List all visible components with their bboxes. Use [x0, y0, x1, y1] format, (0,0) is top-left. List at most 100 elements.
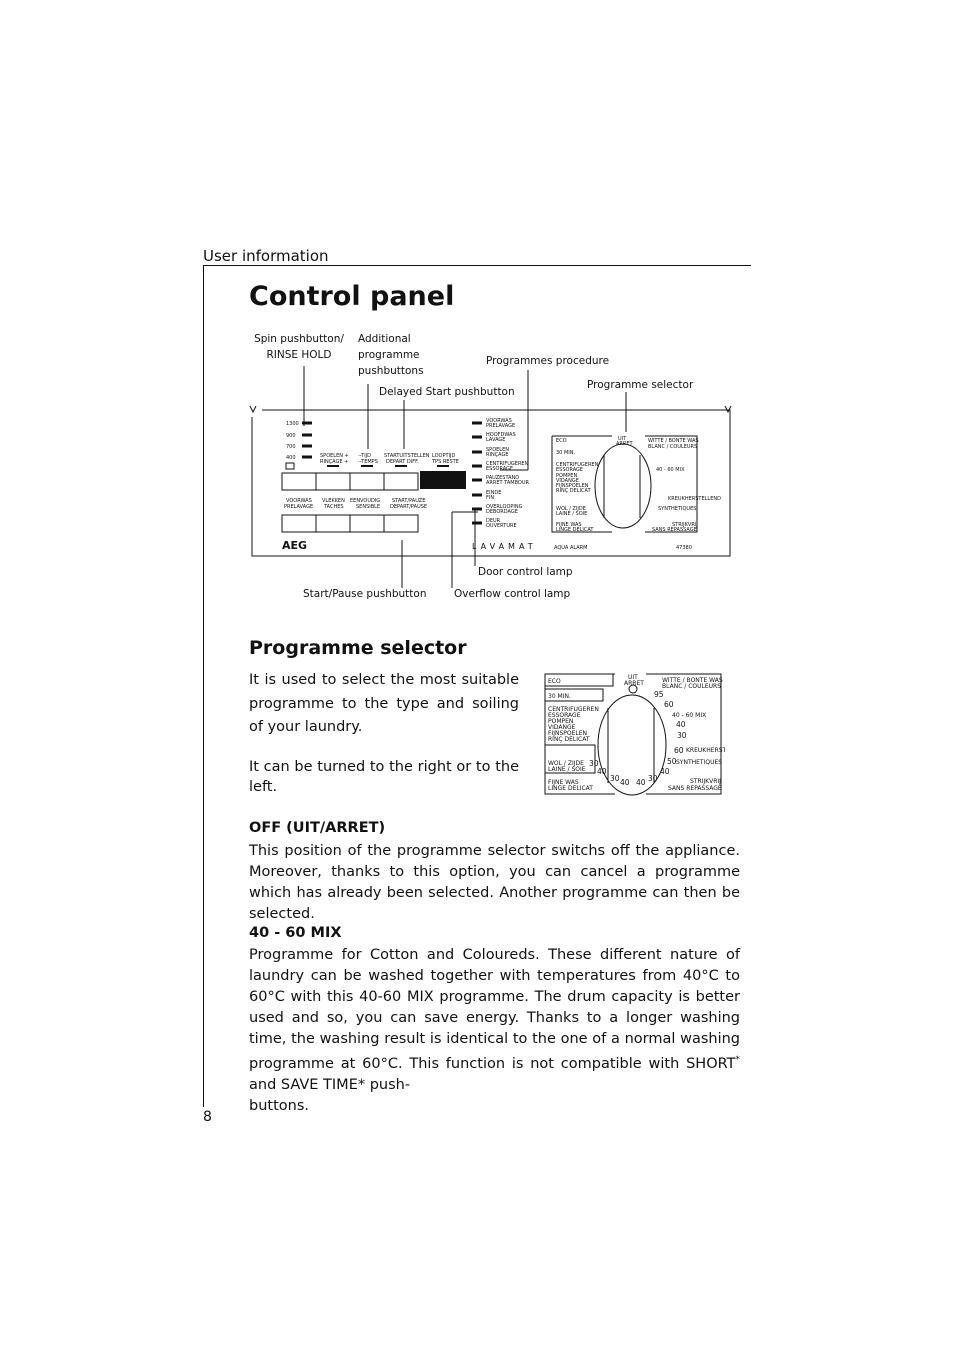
- svg-text:40: 40: [620, 778, 630, 787]
- svg-text:RINÇ DELICAT: RINÇ DELICAT: [556, 488, 592, 494]
- svg-text:CENTRIFUGEREN: CENTRIFUGEREN: [556, 462, 599, 468]
- svg-text:47380: 47380: [676, 545, 692, 551]
- svg-text:VIDANGE: VIDANGE: [556, 478, 579, 484]
- svg-text:1300: 1300: [286, 421, 299, 427]
- svg-text:DEUR: DEUR: [486, 518, 501, 524]
- svg-text:LAINE / SOIE: LAINE / SOIE: [556, 511, 587, 517]
- svg-text:LAVAGE: LAVAGE: [486, 437, 505, 443]
- svg-text:RINÇAGE +: RINÇAGE +: [320, 459, 348, 465]
- svg-text:POMPEN: POMPEN: [556, 473, 577, 479]
- svg-text:ECO: ECO: [556, 438, 567, 444]
- svg-text:STARTUITSTELLEN: STARTUITSTELLEN: [384, 453, 430, 459]
- svg-text:FIJNE WAS: FIJNE WAS: [548, 779, 579, 786]
- mix-text: Programme for Cotton and Coloureds. Thes…: [249, 947, 740, 1114]
- brand-logo: AEG: [282, 539, 307, 552]
- svg-text:WITTE / BONTE WAS: WITTE / BONTE WAS: [648, 438, 699, 444]
- svg-text:LINGE DELICAT: LINGE DELICAT: [556, 527, 594, 533]
- svg-text:FIN: FIN: [486, 495, 494, 501]
- mix-heading: 40 - 60 MIX: [249, 925, 342, 941]
- svg-text:HOOFDWAS: HOOFDWAS: [486, 432, 516, 438]
- svg-text:CENTRIFUGEREN: CENTRIFUGEREN: [548, 706, 599, 713]
- callout-door: Door control lamp: [478, 566, 573, 578]
- svg-text:PAUZESTAND: PAUZESTAND: [486, 475, 519, 481]
- svg-text:ARRET: ARRET: [624, 680, 644, 687]
- svg-text:SPOELEN +: SPOELEN +: [320, 453, 349, 459]
- svg-text:--TEMPS: --TEMPS: [358, 459, 378, 465]
- svg-text:900: 900: [286, 433, 296, 439]
- svg-text:40 - 60 MIX: 40 - 60 MIX: [672, 712, 706, 719]
- svg-text:RINÇAGE: RINÇAGE: [486, 452, 509, 458]
- svg-text:LAINE / SOIE: LAINE / SOIE: [548, 766, 586, 773]
- svg-text:POMPEN: POMPEN: [548, 718, 573, 725]
- svg-text:PRELAVAGE: PRELAVAGE: [284, 504, 313, 510]
- svg-text:VOORWAS: VOORWAS: [286, 498, 312, 504]
- svg-text:LINGE DELICAT: LINGE DELICAT: [548, 785, 593, 792]
- svg-text:EENVOUDIG: EENVOUDIG: [350, 498, 380, 504]
- svg-text:STRIJKVRIJ: STRIJKVRIJ: [690, 778, 721, 785]
- off-text: This position of the programme selector …: [249, 843, 740, 922]
- header-rule: [203, 265, 751, 266]
- svg-text:ARRET TAMBOUR: ARRET TAMBOUR: [486, 480, 530, 486]
- svg-text:START/PAUZE: START/PAUZE: [392, 498, 425, 504]
- svg-text:UIT: UIT: [618, 436, 627, 442]
- callout-delayed: Delayed Start pushbutton: [379, 386, 515, 398]
- svg-text:WOL / ZIJDE: WOL / ZIJDE: [548, 760, 584, 767]
- svg-text:FIJNSPOELEN: FIJNSPOELEN: [556, 483, 589, 489]
- intro-paragraph-1: It is used to select the most suitable p…: [249, 672, 519, 735]
- svg-text:VLEKKEN: VLEKKEN: [322, 498, 345, 504]
- svg-text:ESSORAGE: ESSORAGE: [548, 712, 581, 719]
- intro-paragraph-2: It can be turned to the right or to the …: [249, 759, 519, 795]
- svg-text:KREUKHERSTELLEND: KREUKHERSTELLEND: [686, 747, 725, 754]
- svg-text:BLANC / COULEURS: BLANC / COULEURS: [648, 444, 697, 450]
- svg-text:DEPART/PAUSE: DEPART/PAUSE: [390, 504, 427, 510]
- svg-text:CENTRIFUGEREN: CENTRIFUGEREN: [486, 461, 529, 467]
- svg-text:60: 60: [664, 700, 674, 709]
- svg-text:ESSORAGE: ESSORAGE: [556, 467, 583, 473]
- svg-text:SANS REPASSAGE: SANS REPASSAGE: [668, 785, 722, 792]
- control-panel-diagram: 1300 900 700 400 SPOELEN + RINÇAGE + --T…: [249, 366, 732, 588]
- svg-text:50: 50: [667, 757, 677, 766]
- svg-text:40: 40: [597, 767, 607, 776]
- off-heading: OFF (UIT/ARRET): [249, 820, 386, 836]
- svg-text:OUVERTURE: OUVERTURE: [486, 523, 517, 529]
- svg-text:30: 30: [677, 731, 687, 740]
- svg-text:SYNTHETIQUES: SYNTHETIQUES: [658, 506, 696, 512]
- svg-text:30 MIN.: 30 MIN.: [548, 693, 571, 700]
- svg-text:30: 30: [648, 774, 658, 783]
- svg-text:SYNTHETIQUES: SYNTHETIQUES: [676, 759, 722, 766]
- callout-start: Start/Pause pushbutton: [303, 588, 427, 600]
- svg-text:40: 40: [676, 720, 686, 729]
- svg-text:SENSIBLE: SENSIBLE: [356, 504, 380, 510]
- svg-text:ECO: ECO: [548, 678, 561, 685]
- svg-text:LOOPTIJD: LOOPTIJD: [432, 453, 455, 459]
- svg-text:ARRET: ARRET: [616, 441, 634, 447]
- svg-text:700: 700: [286, 444, 296, 450]
- svg-text:95: 95: [654, 690, 664, 699]
- svg-text:ESSORAGE: ESSORAGE: [486, 466, 513, 472]
- callout-overflow: Overflow control lamp: [454, 588, 571, 600]
- svg-text:30: 30: [610, 774, 620, 783]
- svg-text:RINÇ DELICAT: RINÇ DELICAT: [548, 736, 590, 743]
- svg-text:AQUA ALARM: AQUA ALARM: [554, 545, 587, 551]
- svg-text:VIDANGE: VIDANGE: [548, 724, 576, 731]
- callout-procedure: Programmes procedure: [486, 355, 610, 367]
- svg-text:UIT: UIT: [628, 674, 638, 681]
- svg-text:BLANC / COULEURS: BLANC / COULEURS: [662, 683, 721, 690]
- svg-text:30 MIN.: 30 MIN.: [556, 450, 575, 456]
- section-header: User information: [203, 247, 329, 265]
- svg-text:--TIJD: --TIJD: [358, 453, 371, 459]
- callout-spin: Spin pushbutton/ RINSE HOLD: [254, 333, 344, 361]
- svg-text:SANS REPASSAGE: SANS REPASSAGE: [652, 527, 697, 533]
- svg-text:FIJNE WAS: FIJNE WAS: [556, 522, 582, 528]
- svg-text:KREUKHERSTELLEND: KREUKHERSTELLEND: [668, 496, 721, 502]
- svg-text:40: 40: [660, 767, 670, 776]
- svg-text:OVERLOOPING: OVERLOOPING: [486, 504, 523, 510]
- svg-text:40: 40: [636, 778, 646, 787]
- margin-rule: [203, 265, 204, 1107]
- svg-text:DEBORDAGE: DEBORDAGE: [486, 509, 518, 515]
- svg-text:DEPART DIFF.: DEPART DIFF.: [386, 459, 419, 465]
- svg-text:VOORWAS: VOORWAS: [486, 418, 512, 424]
- programme-selector-dial: ECO 30 MIN. CENTRIFUGEREN ESSORAGE POMPE…: [544, 673, 725, 796]
- svg-text:TPS RESTE: TPS RESTE: [431, 459, 459, 465]
- svg-text:STRIJKVRIJ: STRIJKVRIJ: [672, 522, 698, 528]
